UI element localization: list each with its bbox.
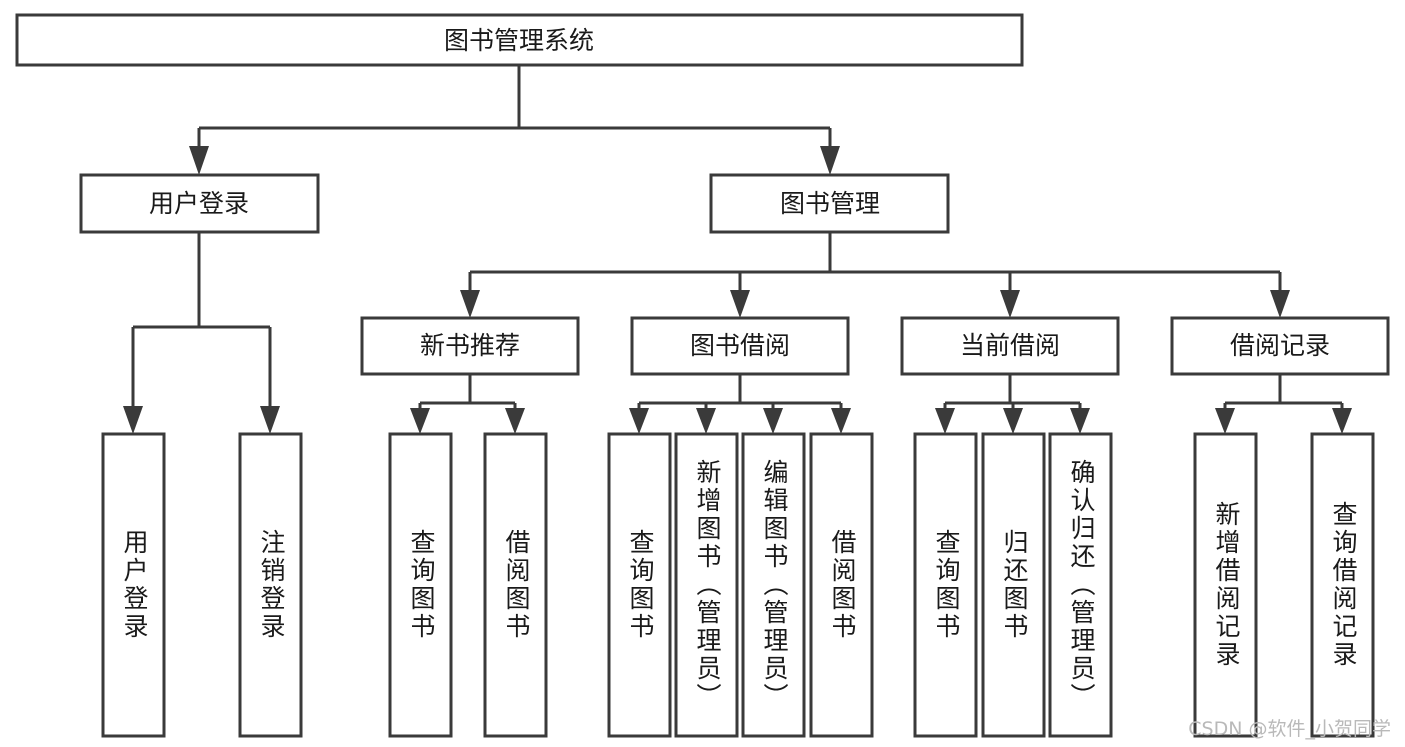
node-user-login-label: 用户登录: [149, 189, 249, 218]
leaf-cb-return-book-label: 归还图书: [1000, 529, 1029, 641]
leaf-nb-query-book-box[interactable]: [388, 432, 453, 738]
arrow-head-book-manage: [820, 146, 840, 175]
arrow-head-current-borrow: [1000, 290, 1020, 318]
arrow-head-nb-leaf2: [505, 408, 525, 434]
node-user-login-box[interactable]: [79, 173, 320, 234]
node-root-label: 图书管理系统: [444, 26, 594, 55]
leaf-cb-confirm-return-label: 确认归还（管理员）: [1067, 459, 1096, 711]
arrow-head-bb-leaf4: [831, 408, 851, 434]
leaf-logout-box[interactable]: [238, 432, 303, 738]
arrow-head-cb-leaf3: [1070, 408, 1090, 434]
leaf-node[interactable]: 查询图书: [913, 432, 978, 738]
leaf-nb-query-book-label: 查询图书: [407, 529, 436, 641]
leaf-node[interactable]: 新增借阅记录: [1193, 432, 1258, 738]
arrow-head-cb-leaf2: [1003, 408, 1023, 434]
arrow-head-bb-leaf3: [763, 408, 783, 434]
leaf-bb-borrow-book-box[interactable]: [809, 432, 874, 738]
node-new-book-recommend-label: 新书推荐: [420, 331, 520, 360]
node-borrow-record-label: 借阅记录: [1230, 331, 1330, 360]
node-user-login[interactable]: 用户登录: [79, 173, 320, 234]
node-book-manage[interactable]: 图书管理: [709, 173, 950, 234]
node-root[interactable]: 图书管理系统: [15, 13, 1024, 67]
node-book-borrow-label: 图书借阅: [690, 331, 790, 360]
node-borrow-record-box[interactable]: [1170, 316, 1390, 376]
leaf-node[interactable]: 编辑图书（管理员）: [741, 432, 806, 738]
leaf-br-add-record-box[interactable]: [1193, 432, 1258, 738]
node-book-manage-box[interactable]: [709, 173, 950, 234]
leaf-br-query-record-box[interactable]: [1310, 432, 1375, 738]
leaf-bb-edit-book-box[interactable]: [741, 432, 806, 738]
leaf-cb-query-book-label: 查询图书: [932, 529, 961, 641]
arrow-head-cb-leaf1: [935, 408, 955, 434]
arrow-head-borrow-record: [1270, 290, 1290, 318]
leaf-bb-edit-book-label: 编辑图书（管理员）: [760, 459, 789, 711]
arrow-head-new-book: [460, 290, 480, 318]
leaf-bb-query-book-label: 查询图书: [626, 529, 655, 641]
arrow-head-br-leaf1: [1215, 408, 1235, 434]
node-new-book-recommend-box[interactable]: [360, 316, 580, 376]
leaf-user-login-box[interactable]: [101, 432, 166, 738]
arrow-head-nb-leaf1: [410, 408, 430, 434]
node-borrow-record[interactable]: 借阅记录: [1170, 316, 1390, 376]
arrow-head-bb-leaf1: [629, 408, 649, 434]
node-new-book-recommend[interactable]: 新书推荐: [360, 316, 580, 376]
leaf-node[interactable]: 归还图书: [981, 432, 1046, 738]
leaf-node[interactable]: 新增图书（管理员）: [674, 432, 739, 738]
leaf-node[interactable]: 确认归还（管理员）: [1048, 432, 1113, 738]
leaf-cb-confirm-return-box[interactable]: [1048, 432, 1113, 738]
leaf-node[interactable]: 借阅图书: [809, 432, 874, 738]
leaf-bb-add-book-label: 新增图书（管理员）: [693, 459, 722, 711]
arrow-head-book-borrow: [730, 290, 750, 318]
node-book-borrow[interactable]: 图书借阅: [630, 316, 850, 376]
leaf-node[interactable]: 用户登录: [101, 432, 166, 738]
leaf-br-query-record-label: 查询借阅记录: [1329, 501, 1358, 669]
leaf-br-add-record-label: 新增借阅记录: [1212, 501, 1241, 669]
arrow-head-leaf-user-login: [123, 406, 143, 434]
leaf-user-login-label: 用户登录: [120, 529, 149, 641]
leaf-cb-query-book-box[interactable]: [913, 432, 978, 738]
leaf-logout-label: 注销登录: [257, 529, 286, 641]
leaf-nb-borrow-book-box[interactable]: [483, 432, 548, 738]
leaf-node[interactable]: 借阅图书: [483, 432, 548, 738]
node-current-borrow-label: 当前借阅: [960, 331, 1060, 360]
leaf-bb-query-book-box[interactable]: [607, 432, 672, 738]
arrow-head-user-login: [189, 146, 209, 175]
node-current-borrow-box[interactable]: [900, 316, 1120, 376]
leaf-node[interactable]: 查询借阅记录: [1310, 432, 1375, 738]
connector-layer: [123, 65, 1352, 434]
node-book-borrow-box[interactable]: [630, 316, 850, 376]
leaf-cb-return-book-box[interactable]: [981, 432, 1046, 738]
node-current-borrow[interactable]: 当前借阅: [900, 316, 1120, 376]
leaf-bb-borrow-book-label: 借阅图书: [828, 529, 857, 641]
node-book-manage-label: 图书管理: [780, 189, 880, 218]
leaf-node[interactable]: 查询图书: [388, 432, 453, 738]
leaf-node[interactable]: 查询图书: [607, 432, 672, 738]
leaf-node[interactable]: 注销登录: [238, 432, 303, 738]
arrow-head-br-leaf2: [1332, 408, 1352, 434]
leaf-bb-add-book-box[interactable]: [674, 432, 739, 738]
arrow-head-bb-leaf2: [696, 408, 716, 434]
leaf-nb-borrow-book-label: 借阅图书: [502, 529, 531, 641]
arrow-head-leaf-logout: [260, 406, 280, 434]
node-root-box[interactable]: [15, 13, 1024, 67]
